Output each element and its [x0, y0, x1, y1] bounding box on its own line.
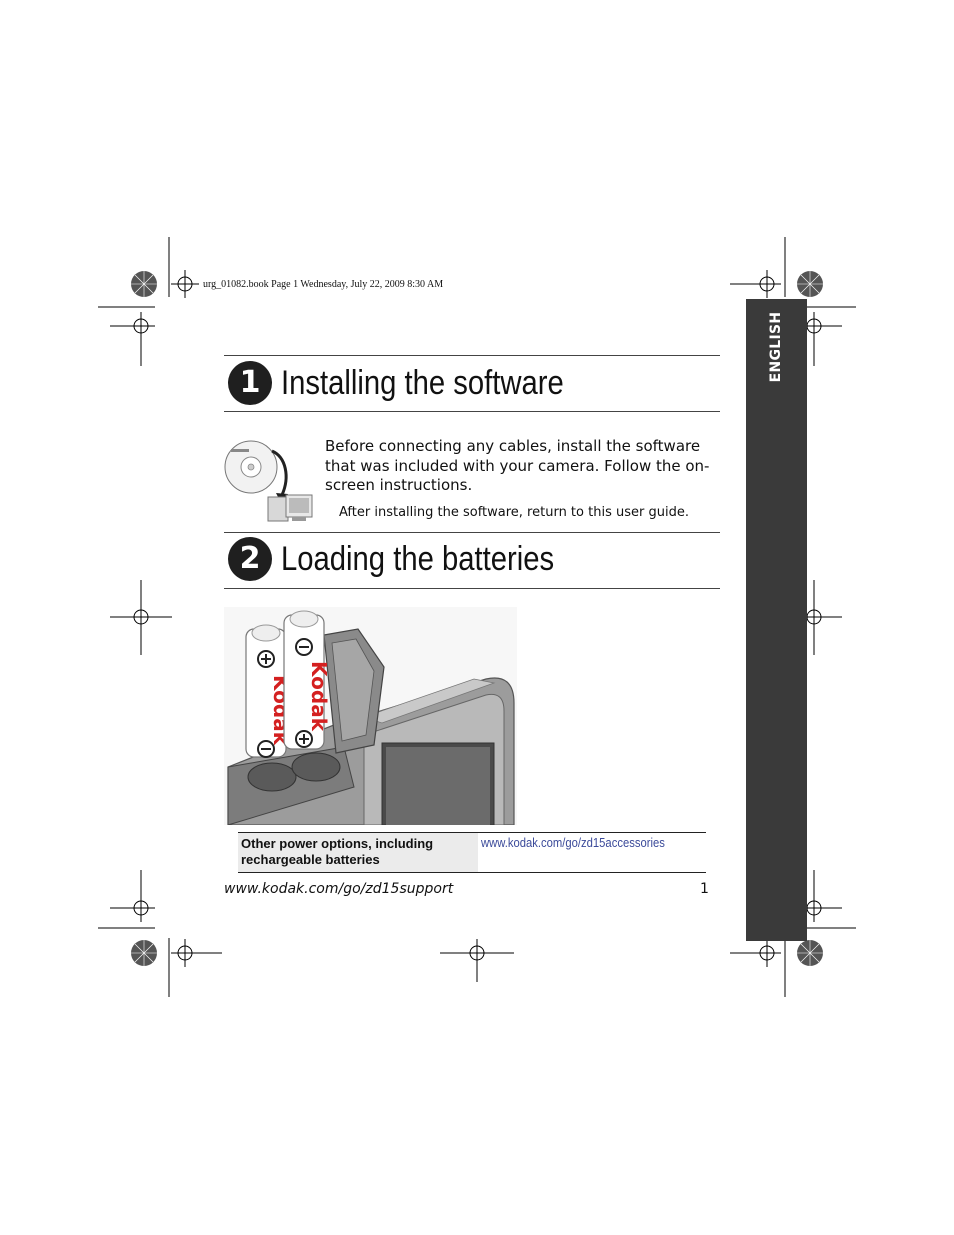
section2-title: Loading the batteries — [281, 540, 555, 578]
section1-title: Installing the software — [281, 364, 564, 402]
section1-number: 1 — [228, 361, 272, 405]
software-cd-icon — [224, 440, 313, 522]
section1-body: Before connecting any cables, install th… — [325, 437, 710, 494]
language-tab-label: ENGLISH — [768, 311, 784, 383]
accessories-link[interactable]: www.kodak.com/go/zd15accessories — [481, 836, 665, 850]
power-options-label: Other power options, including rechargea… — [241, 836, 434, 867]
section2-top-rule — [224, 532, 720, 533]
section1-note: After installing the software, return to… — [339, 505, 689, 520]
table-label-cell — [238, 833, 478, 872]
section2-bottom-rule — [224, 588, 720, 589]
battery-loading-illustration: Kodak Kodak — [224, 607, 517, 825]
language-tab: ENGLISH — [746, 299, 807, 941]
section2-number: 2 — [228, 537, 272, 581]
section1-bottom-rule — [224, 411, 720, 412]
print-header: urg_01082.book Page 1 Wednesday, July 22… — [203, 279, 444, 290]
section1-top-rule — [224, 355, 720, 356]
battery-2-brand: Kodak — [307, 661, 331, 732]
page-number: 1 — [700, 881, 709, 897]
table-bottom-rule — [238, 872, 706, 873]
support-url[interactable]: www.kodak.com/go/zd15support — [224, 881, 454, 897]
table-top-rule — [238, 832, 706, 833]
